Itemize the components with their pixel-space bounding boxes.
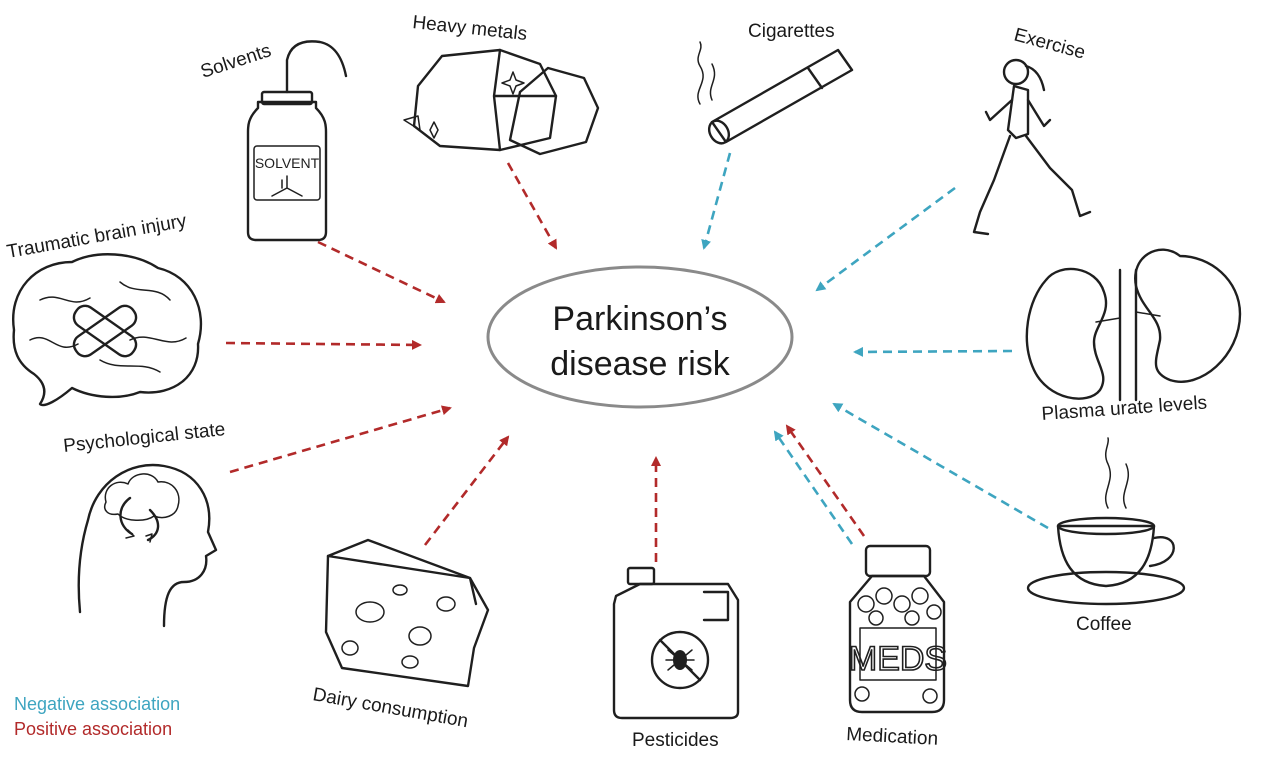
arrows	[225, 152, 1049, 562]
coffee-label: Coffee	[1076, 614, 1132, 635]
tbi-factor: Traumatic brain injury	[5, 211, 203, 407]
jar-text: MEDS	[849, 640, 947, 678]
arrow-medication-negative	[773, 430, 854, 545]
bottle-text: SOLVENT	[255, 155, 320, 171]
pesticide-can-icon	[612, 566, 740, 720]
solvents-label: Solvents	[198, 40, 274, 82]
cigarette-icon	[697, 41, 854, 145]
coffee-factor: Coffee	[1026, 437, 1186, 635]
runner-icon	[972, 58, 1092, 236]
center-label-line2: disease risk	[550, 345, 731, 383]
psych-factor: Psychological state	[62, 419, 226, 628]
legend-negative: Negative association	[14, 694, 181, 714]
center-label-line1: Parkinson’s	[552, 300, 727, 338]
arrow-cigarettes	[701, 152, 732, 250]
arrow-urate	[853, 346, 1013, 357]
cigarettes-factor: Cigarettes	[697, 21, 854, 145]
exercise-factor: Exercise	[972, 25, 1092, 236]
meds-jar-icon: MEDS	[848, 544, 948, 714]
arrow-coffee	[832, 402, 1049, 530]
medication-label: Medication	[846, 724, 939, 750]
center-node: Parkinson’s disease risk	[486, 265, 794, 409]
urate-factor: Plasma urate levels	[1025, 248, 1242, 425]
heavy-metals-factor: Heavy metals	[403, 12, 600, 156]
arrow-solvents	[317, 240, 446, 304]
coffee-cup-icon	[1026, 437, 1186, 606]
arrow-psych	[229, 405, 452, 474]
solvent-bottle-icon: SOLVENT	[246, 40, 348, 242]
legend-positive: Positive association	[14, 719, 173, 739]
cigarettes-label: Cigarettes	[748, 21, 835, 42]
arrow-exercise	[815, 186, 956, 292]
heavy-metals-label: Heavy metals	[411, 12, 528, 45]
medication-factor: Medication MEDS	[846, 544, 948, 750]
pesticides-factor: Pesticides	[612, 566, 740, 751]
arrow-medication-positive	[785, 424, 866, 537]
center-ellipse	[486, 265, 794, 409]
arrow-dairy	[423, 435, 510, 546]
dairy-factor: Dairy consumption	[311, 538, 490, 732]
dairy-label: Dairy consumption	[311, 684, 470, 732]
kidney-icon	[1025, 248, 1242, 402]
brain-icon	[11, 253, 203, 407]
head-icon	[77, 463, 218, 628]
exercise-label: Exercise	[1012, 25, 1088, 64]
solvents-factor: Solvents SOLVENT	[198, 40, 348, 242]
arrow-tbi	[225, 339, 422, 350]
rock-icon	[403, 48, 600, 156]
pesticides-label: Pesticides	[632, 730, 719, 751]
cheese-icon	[324, 538, 490, 688]
psych-label: Psychological state	[62, 419, 226, 457]
arrow-heavy-metals	[506, 162, 558, 250]
